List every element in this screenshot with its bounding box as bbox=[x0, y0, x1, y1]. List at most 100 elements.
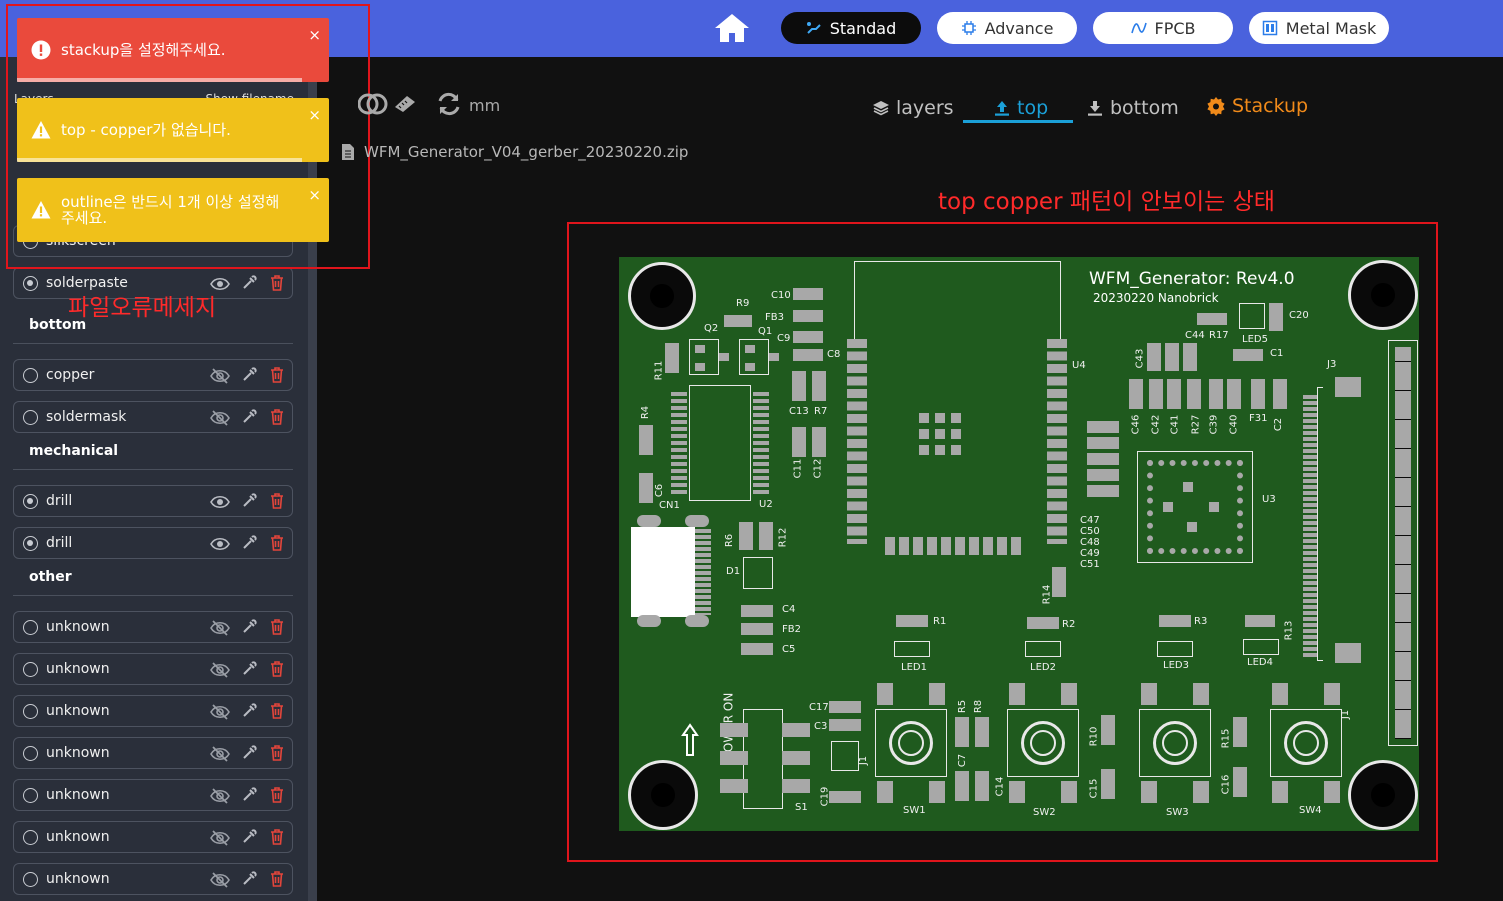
u2-pads-right bbox=[753, 392, 769, 496]
label-r10: R10 bbox=[1088, 726, 1100, 747]
mode-button-metal-mask[interactable]: Metal Mask bbox=[1249, 12, 1389, 44]
eyedropper-icon[interactable] bbox=[241, 787, 257, 803]
eyedropper-icon[interactable] bbox=[241, 409, 257, 425]
layer-radio[interactable] bbox=[23, 620, 38, 635]
layer-radio[interactable] bbox=[23, 788, 38, 803]
eye-slash-icon[interactable] bbox=[210, 870, 230, 890]
mode-button-advance[interactable]: Advance bbox=[937, 12, 1077, 44]
eye-slash-icon[interactable] bbox=[210, 786, 230, 806]
label-c44: C44 bbox=[1185, 330, 1205, 341]
toast-close-button[interactable]: × bbox=[308, 186, 321, 204]
eyedropper-icon[interactable] bbox=[241, 829, 257, 845]
layer-radio[interactable] bbox=[23, 872, 38, 887]
eyedropper-icon[interactable] bbox=[241, 275, 257, 291]
layer-row-unknown[interactable]: unknown bbox=[13, 821, 293, 853]
trash-icon[interactable] bbox=[268, 702, 286, 720]
layer-row-unknown[interactable]: unknown bbox=[13, 653, 293, 685]
trash-icon[interactable] bbox=[268, 534, 286, 552]
layer-row-solderpaste[interactable]: solderpaste bbox=[13, 267, 293, 299]
compare-icon[interactable] bbox=[358, 91, 388, 117]
stackup-button[interactable]: Stackup bbox=[1206, 92, 1308, 120]
layer-row-unknown[interactable]: unknown bbox=[13, 779, 293, 811]
refresh-icon[interactable] bbox=[436, 91, 462, 117]
trash-icon[interactable] bbox=[268, 366, 286, 384]
layer-radio[interactable] bbox=[23, 368, 38, 383]
led3-outline bbox=[1157, 641, 1193, 657]
layer-row-copper[interactable]: copper bbox=[13, 359, 293, 391]
trash-icon[interactable] bbox=[268, 408, 286, 426]
pcb-preview[interactable]: WFM_Generator: Rev4.0 20230220 Nanobrick… bbox=[619, 257, 1419, 831]
eyedropper-icon[interactable] bbox=[241, 745, 257, 761]
layer-radio[interactable] bbox=[23, 704, 38, 719]
label-c15: C15 bbox=[1088, 778, 1100, 799]
eye-slash-icon[interactable] bbox=[210, 408, 230, 428]
eye-slash-icon[interactable] bbox=[210, 828, 230, 848]
tab-bottom[interactable]: bottom bbox=[1086, 92, 1179, 124]
mode-button-standard[interactable]: Standad bbox=[781, 12, 921, 44]
label-sw4: SW4 bbox=[1299, 805, 1322, 816]
tab-top[interactable]: top bbox=[993, 92, 1048, 124]
tab-layers[interactable]: layers bbox=[872, 92, 954, 124]
trash-icon[interactable] bbox=[268, 492, 286, 510]
group-divider bbox=[13, 595, 293, 596]
eye-slash-icon[interactable] bbox=[210, 702, 230, 722]
layer-row-unknown[interactable]: unknown bbox=[13, 695, 293, 727]
eyedropper-icon[interactable] bbox=[241, 367, 257, 383]
eyedropper-icon[interactable] bbox=[241, 871, 257, 887]
layer-row-unknown[interactable]: unknown bbox=[13, 611, 293, 643]
layer-row-soldermask[interactable]: soldermask bbox=[13, 401, 293, 433]
annotation-file-error: 파일오류메세지 bbox=[68, 295, 217, 321]
label-c16: C16 bbox=[1220, 774, 1232, 795]
trash-icon[interactable] bbox=[268, 660, 286, 678]
trash-icon[interactable] bbox=[268, 744, 286, 762]
eye-slash-icon[interactable] bbox=[210, 618, 230, 638]
eye-icon[interactable] bbox=[210, 274, 230, 294]
trash-icon[interactable] bbox=[268, 828, 286, 846]
eyedropper-icon[interactable] bbox=[241, 661, 257, 677]
home-button[interactable] bbox=[712, 10, 752, 46]
led5-outline bbox=[1239, 303, 1265, 329]
label-r14: R14 bbox=[1041, 584, 1053, 605]
u4-module bbox=[847, 339, 1067, 555]
layer-radio[interactable] bbox=[23, 746, 38, 761]
layer-name: copper bbox=[46, 367, 95, 383]
mode-button-fpcb[interactable]: FPCB bbox=[1093, 12, 1233, 44]
label-c41: C41 bbox=[1169, 414, 1181, 435]
unit-label[interactable]: mm bbox=[469, 96, 501, 115]
layer-row-drill[interactable]: drill bbox=[13, 485, 293, 517]
eye-icon[interactable] bbox=[210, 534, 230, 554]
led2-outline bbox=[1025, 641, 1061, 657]
eye-icon[interactable] bbox=[210, 492, 230, 512]
mounting-hole bbox=[628, 262, 696, 330]
toast-close-button[interactable]: × bbox=[308, 106, 321, 124]
label-r15: R15 bbox=[1220, 728, 1232, 749]
layer-row-drill[interactable]: drill bbox=[13, 527, 293, 559]
layer-radio[interactable] bbox=[23, 276, 38, 291]
annotation-box-toasts bbox=[6, 4, 370, 269]
layer-row-unknown[interactable]: unknown bbox=[13, 737, 293, 769]
layer-radio[interactable] bbox=[23, 536, 38, 551]
layer-radio[interactable] bbox=[23, 410, 38, 425]
toast-close-button[interactable]: × bbox=[308, 26, 321, 44]
trash-icon[interactable] bbox=[268, 618, 286, 636]
layer-radio[interactable] bbox=[23, 494, 38, 509]
eyedropper-icon[interactable] bbox=[241, 535, 257, 551]
trash-icon[interactable] bbox=[268, 786, 286, 804]
eye-slash-icon[interactable] bbox=[210, 660, 230, 680]
stackup-label: Stackup bbox=[1232, 95, 1309, 117]
trash-icon[interactable] bbox=[268, 274, 286, 292]
label-sw3: SW3 bbox=[1166, 807, 1189, 818]
label-fb3: FB3 bbox=[765, 312, 784, 323]
eye-slash-icon[interactable] bbox=[210, 366, 230, 386]
layer-row-unknown[interactable]: unknown bbox=[13, 863, 293, 895]
eye-slash-icon[interactable] bbox=[210, 744, 230, 764]
label-led4: LED4 bbox=[1247, 657, 1273, 668]
layer-radio[interactable] bbox=[23, 830, 38, 845]
eyedropper-icon[interactable] bbox=[241, 493, 257, 509]
eyedropper-icon[interactable] bbox=[241, 619, 257, 635]
ruler-icon[interactable] bbox=[394, 95, 416, 113]
trash-icon[interactable] bbox=[268, 870, 286, 888]
sidebar-scrollbar[interactable] bbox=[308, 57, 317, 901]
eyedropper-icon[interactable] bbox=[241, 703, 257, 719]
layer-radio[interactable] bbox=[23, 662, 38, 677]
